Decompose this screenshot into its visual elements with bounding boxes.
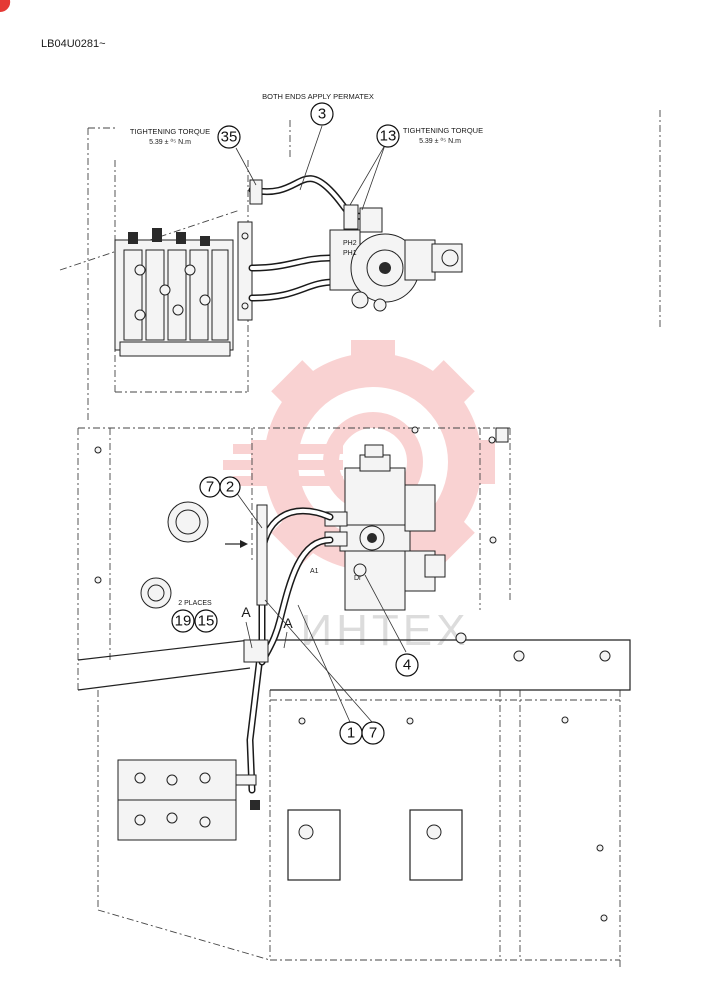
- callout-15: 15: [194, 609, 218, 633]
- hose-guard: [256, 504, 268, 606]
- watermark-text: ИНТЕХ: [301, 606, 470, 655]
- callout-3: 3: [310, 102, 334, 126]
- port-label-a1: A1: [310, 568, 319, 575]
- frame-bracket-1: [287, 809, 341, 881]
- pump-bottom: [324, 444, 446, 611]
- torque-left-title: TIGHTENING TORQUE: [130, 127, 210, 136]
- port-label-ph1: PH1: [343, 250, 357, 257]
- callout-35: 35: [217, 125, 241, 149]
- port-label-dr: Dr: [354, 575, 362, 582]
- note-two-places: 2 PLACES: [178, 600, 212, 607]
- torque-left-value: 5.39 ± ⁰⁵ N.m: [149, 138, 191, 146]
- frame-bracket-2: [409, 809, 463, 881]
- callout-7-top: 7: [199, 476, 221, 498]
- callout-7-bottom: 7: [361, 721, 385, 745]
- svg-text:3: 3: [318, 106, 326, 123]
- svg-text:35: 35: [221, 129, 238, 146]
- control-valve-top: [114, 228, 234, 357]
- pump-top: [329, 207, 463, 312]
- note-permatex: BOTH ENDS APPLY PERMATEX: [262, 92, 374, 101]
- document-code: LB04U0281~: [41, 38, 106, 50]
- callouts: 3 35 13 7 2 19 15 4: [171, 102, 419, 745]
- svg-text:4: 4: [403, 657, 411, 674]
- svg-text:7: 7: [369, 725, 377, 742]
- callout-13: 13: [376, 124, 400, 148]
- callout-2: 2: [219, 476, 241, 498]
- port-label-ph2: PH2: [343, 240, 357, 247]
- callout-1: 1: [339, 721, 363, 745]
- svg-text:2: 2: [226, 479, 234, 496]
- callout-19: 19: [171, 609, 195, 633]
- top-view: PH2 PH1 BOTH ENDS APPLY PERMATEX TIGHTEN…: [59, 92, 661, 420]
- callout-4: 4: [395, 653, 419, 677]
- svg-text:7: 7: [206, 479, 214, 496]
- torque-right-value: 5.39 ± ⁰⁵ N.m: [419, 137, 461, 145]
- section-a-left: A: [241, 604, 251, 620]
- torque-right-title: TIGHTENING TORQUE: [403, 126, 483, 135]
- hose-clamp: [243, 639, 269, 663]
- svg-text:15: 15: [198, 613, 215, 630]
- corner-marker: [0, 0, 11, 13]
- svg-text:19: 19: [175, 613, 192, 630]
- bottom-view: A1 Dr 2 PLACES: [77, 426, 631, 970]
- section-a-right: A: [283, 615, 293, 631]
- control-valve-bottom: [117, 759, 260, 841]
- svg-text:1: 1: [347, 725, 355, 742]
- svg-text:13: 13: [380, 128, 397, 145]
